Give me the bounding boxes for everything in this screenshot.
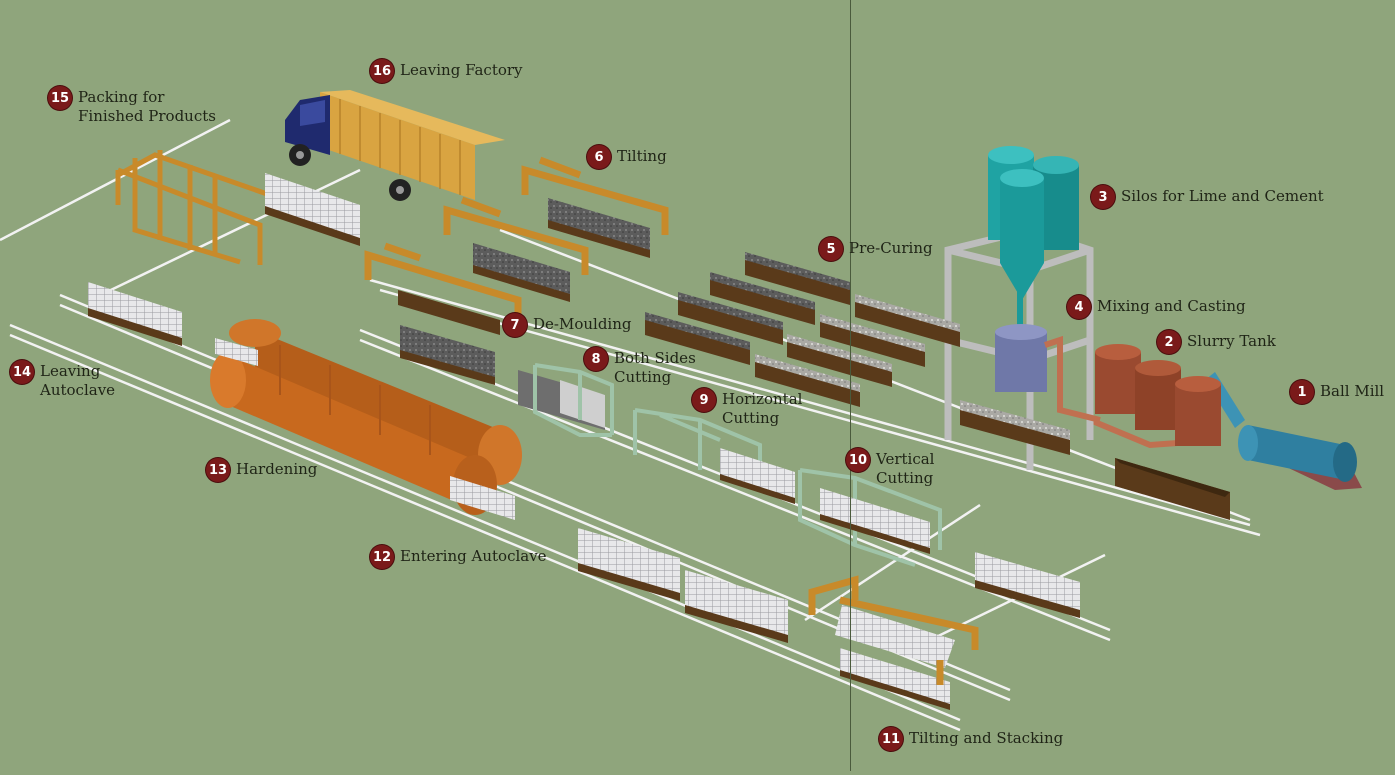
cutting-machines [518,363,942,567]
stacked-block-trains [578,528,1080,643]
step-label: De-Moulding [533,315,632,333]
step-3-silos: 3 Silos for Lime and Cement [1091,185,1324,209]
step-1-ball-mill: 1 Ball Mill [1290,380,1384,404]
ball-mill [1205,372,1362,490]
step-badge: 1 [1290,380,1314,404]
step-badge: 13 [206,458,230,482]
step-16-leaving-factory: 16 Leaving Factory [370,59,523,83]
step-badge: 10 [846,448,870,472]
packing-station [115,150,360,265]
step-9-horizontal-cutting: 9 Horizontal Cutting [692,388,802,428]
silos-and-mixer [944,146,1101,470]
step-badge: 15 [48,86,72,110]
tilting-moulds [398,198,650,335]
step-label: Pre-Curing [849,239,933,257]
step-7-de-moulding: 7 De-Moulding [503,313,631,337]
slurry-tanks [1088,344,1221,449]
step-label: Packing for Finished Products [78,88,216,125]
step-10-vertical-cutting: 10 Vertical Cutting [846,448,934,488]
step-label: Ball Mill [1320,382,1385,400]
truck [285,90,505,201]
step-14-leaving-autoclave: 14 Leaving Autoclave [10,360,115,400]
step-label: Horizontal Cutting [722,390,803,427]
step-4-mixing-casting: 4 Mixing and Casting [1067,295,1246,319]
divider-line [850,0,851,771]
step-badge: 8 [584,347,608,371]
demoulded-cake [400,325,495,385]
step-badge: 16 [370,59,394,83]
step-badge: 6 [587,145,611,169]
step-label: Tilting and Stacking [909,729,1064,747]
step-label: Vertical Cutting [876,450,935,487]
step-badge: 5 [819,237,843,261]
step-6-tilting: 6 Tilting [587,145,667,169]
empty-mould [1115,458,1230,520]
step-label: Slurry Tank [1187,332,1276,350]
step-badge: 4 [1067,295,1091,319]
step-badge: 2 [1157,330,1181,354]
pre-curing-moulds [645,252,960,407]
step-badge: 14 [10,360,34,384]
step-8-both-sides-cutting: 8 Both Sides Cutting [584,347,696,387]
step-label: Entering Autoclave [400,547,547,565]
step-12-entering-autoclave: 12 Entering Autoclave [370,545,547,569]
step-badge: 3 [1091,185,1115,209]
step-badge: 7 [503,313,527,337]
step-label: Both Sides Cutting [614,349,696,386]
step-13-hardening: 13 Hardening [206,458,317,482]
tilting-gantries [364,156,669,325]
step-label: Hardening [236,460,318,478]
step-badge: 9 [692,388,716,412]
step-label: Leaving Autoclave [40,362,116,399]
step-label: Mixing and Casting [1097,297,1246,315]
step-11-tilting-stacking: 11 Tilting and Stacking [879,727,1063,751]
autoclaves [210,319,522,520]
step-label: Leaving Factory [400,61,523,79]
cured-blocks [88,282,182,346]
step-5-pre-curing: 5 Pre-Curing [819,237,933,261]
step-2-slurry-tank: 2 Slurry Tank [1157,330,1276,354]
step-15-packing: 15 Packing for Finished Products [48,86,216,126]
step-badge: 11 [879,727,903,751]
stacking-gantry [808,575,979,710]
step-label: Silos for Lime and Cement [1121,187,1324,205]
step-label: Tilting [617,147,667,165]
step-badge: 12 [370,545,394,569]
